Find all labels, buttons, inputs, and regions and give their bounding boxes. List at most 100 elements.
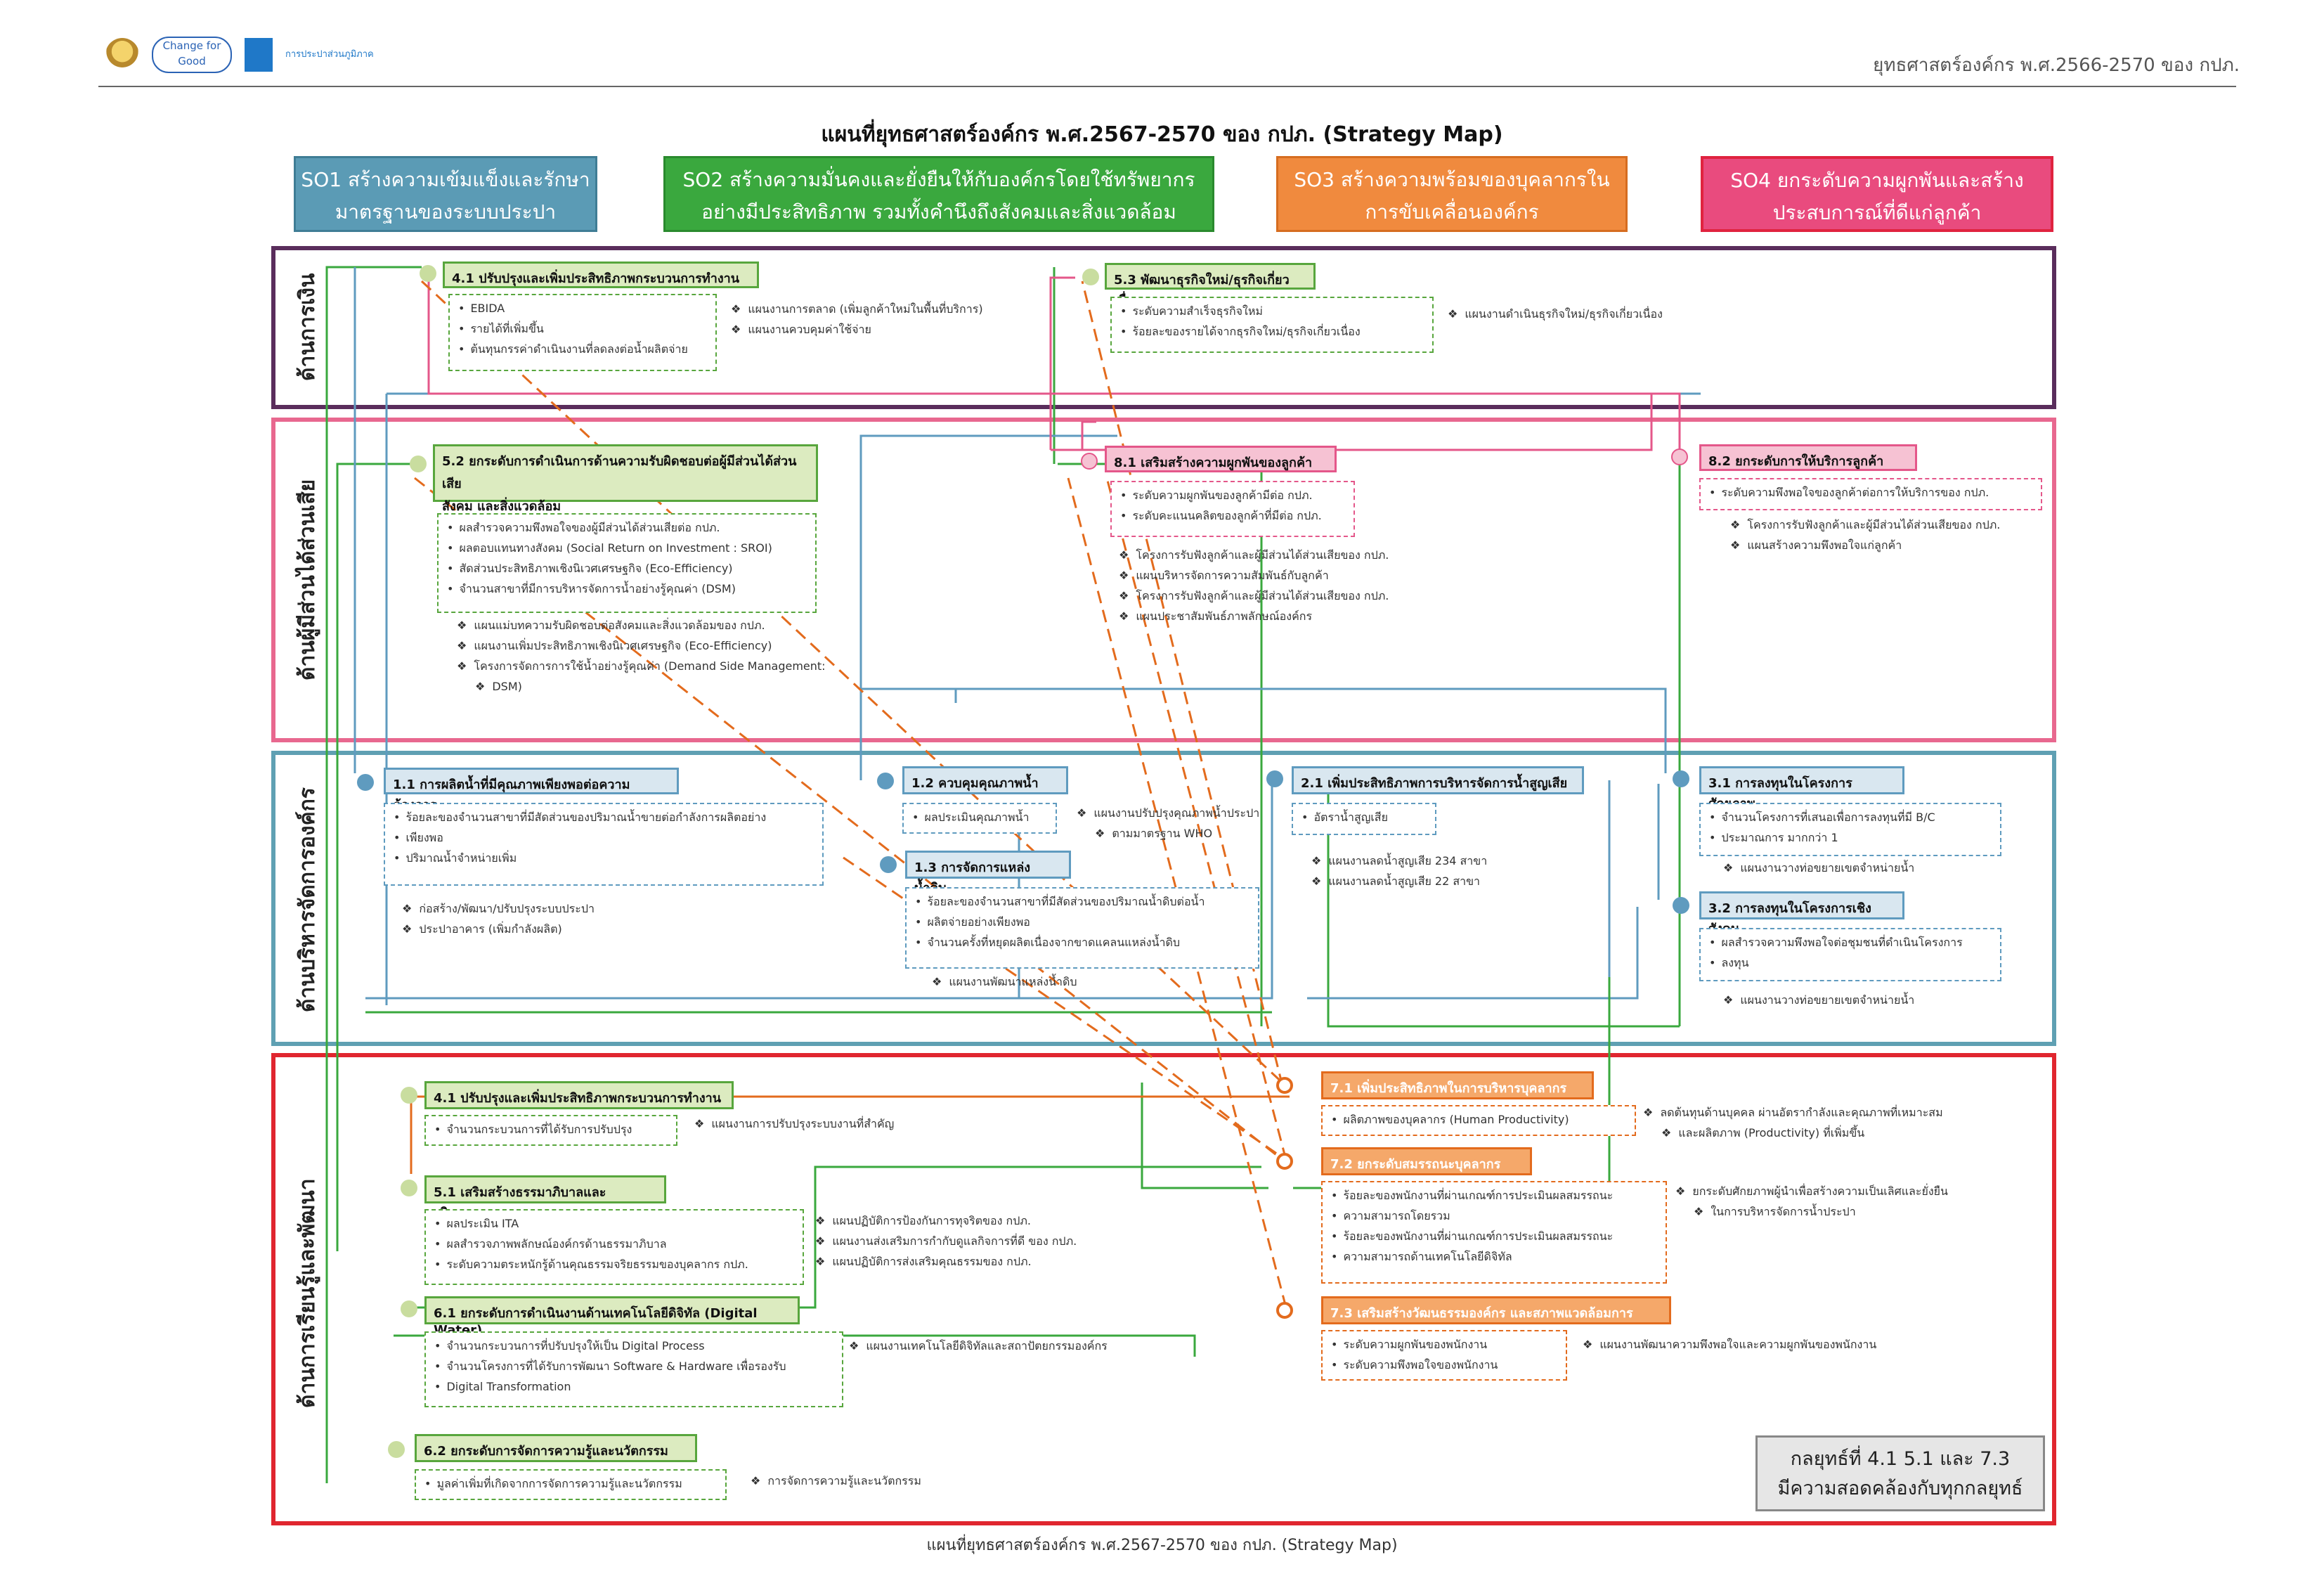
kpi-list-learning-61: จำนวนกระบวนการที่ปรับปรุงให้เป็น Digital…	[424, 1331, 843, 1407]
strategy-box-learning-71: 7.1 เพิ่มประสิทธิภาพในการบริหารบุคลากร	[1321, 1071, 1594, 1099]
kpi-item: ร้อยละของรายได้จากธุรกิจใหม่/ธุรกิจเกี่ย…	[1132, 321, 1425, 342]
kpi-item: ผลประเมิน ITA	[446, 1213, 796, 1234]
kpi-list-finance-53: ระดับความสำเร็จธุรกิจใหม่ ร้อยละของรายได…	[1110, 297, 1434, 353]
project-list-finance-53: แผนงานดำเนินธุรกิจใหม่/ธุรกิจเกี่ยวเนื่อ…	[1448, 304, 1663, 324]
kpi-item: ระดับความผูกพันของพนักงาน	[1343, 1334, 1559, 1355]
project-list-process-12: แผนงานปรับปรุงคุณภาพน้ำประปา ตามมาตรฐาน …	[1077, 803, 1287, 844]
project-item: แผนงานเทคโนโลยีดิจิทัลและสถาปัตยกรรมองค์…	[849, 1336, 1107, 1356]
project-list-learning-41: แผนงานการปรับปรุงระบบงานที่สำคัญ	[694, 1113, 894, 1134]
strategy-box-learning-72: 7.2 ยกระดับสมรรถนะบุคลากร	[1321, 1147, 1532, 1175]
project-item: การจัดการความรู้และนวัตกรรม	[751, 1471, 921, 1491]
strategy-box-learning-61: 6.1 ยกระดับการดำเนินงานด้านเทคโนโลยีดิจิ…	[424, 1296, 800, 1338]
kpi-list-process-12: ผลประเมินคุณภาพน้ำ	[902, 803, 1057, 834]
project-item: แผนงานพัฒนาแหล่งน้ำดิบ	[932, 971, 1077, 992]
page-title: แผนที่ยุทธศาสตร์องค์กร พ.ศ.2567-2570 ของ…	[821, 122, 1503, 147]
kpi-item-continued: ผลิตจ่ายอย่างเพียงพอ	[927, 912, 1251, 932]
kpi-item: ร้อยละของพนักงานที่ผ่านเกณฑ์การประเมินผล…	[1343, 1226, 1658, 1246]
kpi-list-learning-62: มูลค่าเพิ่มที่เกิดจากการจัดการความรู้และ…	[415, 1469, 727, 1500]
kpi-item: ผลสำรวจความพึงพอใจต่อชุมชนที่ดำเนินโครงก…	[1721, 932, 1993, 953]
kpi-item: จำนวนโครงการที่ได้รับการพัฒนา Software &…	[446, 1356, 835, 1376]
project-item: แผนงานเพิ่มประสิทธิภาพเชิงนิเวศเศรษฐกิจ …	[457, 635, 850, 656]
kpi-list-learning-51: ผลประเมิน ITA ผลสำรวจภาพพลักษณ์องค์กรด้า…	[424, 1209, 804, 1285]
strategy-box-process-13: 1.3 การจัดการแหล่งน้ำดิบ	[905, 851, 1071, 896]
kpi-item: ระดับความพึงพอใจของพนักงาน	[1343, 1355, 1559, 1375]
strategy-title-line1: 5.2 ยกระดับการดำเนินการด้านความรับผิดชอบ…	[442, 454, 797, 491]
project-list-process-13: แผนงานพัฒนาแหล่งน้ำดิบ	[932, 971, 1077, 992]
kpi-list-process-31: จำนวนโครงการที่เสนอเพื่อการลงทุนที่มี B/…	[1699, 803, 2001, 856]
project-item: แผนปฏิบัติการป้องกันการทุจริตของ กปภ.	[815, 1210, 1077, 1231]
change-for-good-logo: Change for Good	[152, 37, 232, 73]
project-list-finance-41: แผนงานการตลาด (เพิ่มลูกค้าใหม่ในพื้นที่บ…	[731, 299, 983, 340]
project-item-continued: ตามมาตรฐาน WHO	[1077, 823, 1287, 844]
project-item: แผนงานพัฒนาความพึงพอใจและความผูกพันของพน…	[1583, 1334, 1876, 1355]
kpi-item: ร้อยละของจำนวนสาขาที่มีสัดส่วนของปริมาณน…	[927, 891, 1251, 912]
strategy-title-line2: สังคม และสิ่งแวดล้อม	[442, 499, 561, 514]
band-stakeholder	[271, 418, 2056, 742]
node-dot-process-31	[1673, 770, 1689, 787]
pwa-emblem-logo	[105, 38, 139, 72]
objective-so3: SO3 สร้างความพร้อมของบุคลากรใน การขับเคล…	[1276, 156, 1628, 232]
kpi-list-finance-41: EBIDA รายได้ที่เพิ่มขึ้น ต้นทุนกรรค่าดำเ…	[448, 294, 717, 371]
kpi-list-process-32: ผลสำรวจความพึงพอใจต่อชุมชนที่ดำเนินโครงก…	[1699, 928, 2001, 981]
kpi-item: ต้นทุนกรรค่าดำเนินงานที่ลดลงต่อน้ำผลิตจ่…	[470, 339, 708, 359]
pwa-brand-logo	[245, 38, 273, 72]
project-item: แผนงานลดน้ำสูญเสีย 234 สาขา	[1311, 851, 1487, 871]
project-item: แผนประชาสัมพันธ์ภาพลักษณ์องค์กร	[1119, 606, 1389, 626]
kpi-item: ร้อยละของพนักงานที่ผ่านเกณฑ์การประเมินผล…	[1343, 1185, 1658, 1206]
alignment-note: กลยุทธ์ที่ 4.1 5.1 และ 7.3 มีความสอดคล้อ…	[1755, 1435, 2045, 1511]
project-list-process-31: แผนงานวางท่อขยายเขตจำหน่ายน้ำ	[1723, 858, 1914, 878]
kpi-list-learning-71: ผลิตภาพของบุคลากร (Human Productivity)	[1321, 1105, 1636, 1136]
kpi-item: จำนวนกระบวนการที่ได้รับการปรับปรุง	[446, 1119, 669, 1139]
kpi-list-stakeholder-52: ผลสำรวจความพึงพอใจของผู้มีส่วนได้ส่วนเสี…	[437, 513, 817, 613]
project-item: แผนบริหารจัดการความสัมพันธ์กับลูกค้า	[1119, 565, 1389, 586]
objective-so1: SO1 สร้างความเข้มแข็งและรักษา มาตรฐานของ…	[294, 156, 597, 232]
objective-so1-line2: มาตรฐานของระบบประปา	[335, 200, 557, 224]
strategy-box-finance-41: 4.1 ปรับปรุงและเพิ่มประสิทธิภาพกระบวนการ…	[443, 262, 759, 288]
kpi-list-process-13: ร้อยละของจำนวนสาขาที่มีสัดส่วนของปริมาณน…	[905, 887, 1259, 969]
kpi-item: รายได้ที่เพิ่มขึ้น	[470, 318, 708, 339]
project-item: โครงการจัดการการใช้น้ำอย่างรู้คุณค่า (De…	[457, 656, 850, 676]
header-divider	[98, 86, 2236, 87]
project-list-process-11: ก่อสร้าง/พัฒนา/ปรับปรุงระบบประปา ประปาอา…	[402, 898, 595, 939]
kpi-list-process-21: อัตราน้ำสูญเสีย	[1292, 803, 1436, 835]
band-process	[271, 751, 2056, 1046]
kpi-item-continued: ประมาณการ มากกว่า 1	[1721, 827, 1993, 848]
node-dot-learning-61	[401, 1300, 417, 1317]
kpi-item: ระดับความสำเร็จธุรกิจใหม่	[1132, 301, 1425, 321]
kpi-item: ปริมาณน้ำจำหน่ายเพิ่ม	[405, 848, 815, 868]
kpi-item: ระดับความผูกพันของลูกค้ามีต่อ กปภ.	[1132, 485, 1346, 505]
project-item: แผนงานควบคุมค่าใช้จ่าย	[731, 319, 983, 340]
band-finance	[271, 246, 2056, 409]
node-dot-learning-51	[401, 1180, 417, 1196]
strategy-box-learning-51: 5.1 เสริมสร้างธรรมาภิบาลและจริยธรรม	[424, 1175, 666, 1220]
band-learning	[271, 1053, 2056, 1525]
node-dot-learning-71	[1276, 1077, 1293, 1094]
project-item: แผนงานลดน้ำสูญเสีย 22 สาขา	[1311, 871, 1487, 891]
alignment-note-line1: กลยุทธ์ที่ 4.1 5.1 และ 7.3	[1790, 1448, 2011, 1470]
kpi-item: จำนวนกระบวนการที่ปรับปรุงให้เป็น Digital…	[446, 1336, 835, 1356]
kpi-item-continued: Digital Transformation	[446, 1376, 835, 1397]
project-item: ลดต้นทุนด้านบุคคล ผ่านอัตรากำลังและคุณภา…	[1643, 1102, 1942, 1123]
project-item-continued: DSM)	[457, 676, 850, 697]
kpi-list-learning-41: จำนวนกระบวนการที่ได้รับการปรับปรุง	[424, 1115, 677, 1146]
kpi-item: ผลสำรวจภาพพลักษณ์องค์กรด้านธรรมาภิบาล	[446, 1234, 796, 1254]
project-item: โครงการรับฟังลูกค้าและผู้มีส่วนได้ส่วนเส…	[1730, 515, 2000, 535]
kpi-list-learning-72: ร้อยละของพนักงานที่ผ่านเกณฑ์การประเมินผล…	[1321, 1181, 1667, 1284]
kpi-item: ร้อยละของจำนวนสาขาที่มีสัดส่วนของปริมาณน…	[405, 807, 815, 827]
strategy-box-stakeholder-52: 5.2 ยกระดับการดำเนินการด้านความรับผิดชอบ…	[433, 444, 818, 514]
kpi-item: ระดับความพึงพอใจของลูกค้าต่อการให้บริการ…	[1721, 482, 2034, 503]
project-item: แผนงานปรับปรุงคุณภาพน้ำประปา	[1077, 803, 1287, 823]
kpi-item: ผลสำรวจความพึงพอใจของผู้มีส่วนได้ส่วนเสี…	[459, 517, 808, 538]
project-item: แผนงานวางท่อขยายเขตจำหน่ายน้ำ	[1723, 990, 1914, 1010]
project-item: แผนแม่บทความรับผิดชอบต่อสังคมและสิ่งแวดล…	[457, 615, 850, 635]
kpi-item: มูลค่าเพิ่มที่เกิดจากการจัดการความรู้และ…	[436, 1473, 718, 1494]
project-item: ยกระดับศักยภาพผู้นำเพื่อสร้างความเป็นเลิ…	[1675, 1181, 1948, 1201]
node-dot-finance-53	[1082, 269, 1099, 285]
kpi-list-process-11: ร้อยละของจำนวนสาขาที่มีสัดส่วนของปริมาณน…	[384, 803, 824, 886]
project-list-learning-51: แผนปฏิบัติการป้องกันการทุจริตของ กปภ. แผ…	[815, 1210, 1077, 1272]
kpi-item: EBIDA	[470, 298, 708, 318]
node-dot-learning-73	[1276, 1302, 1293, 1319]
node-dot-finance-41	[420, 265, 436, 282]
kpi-item: ผลิตภาพของบุคลากร (Human Productivity)	[1343, 1109, 1628, 1130]
